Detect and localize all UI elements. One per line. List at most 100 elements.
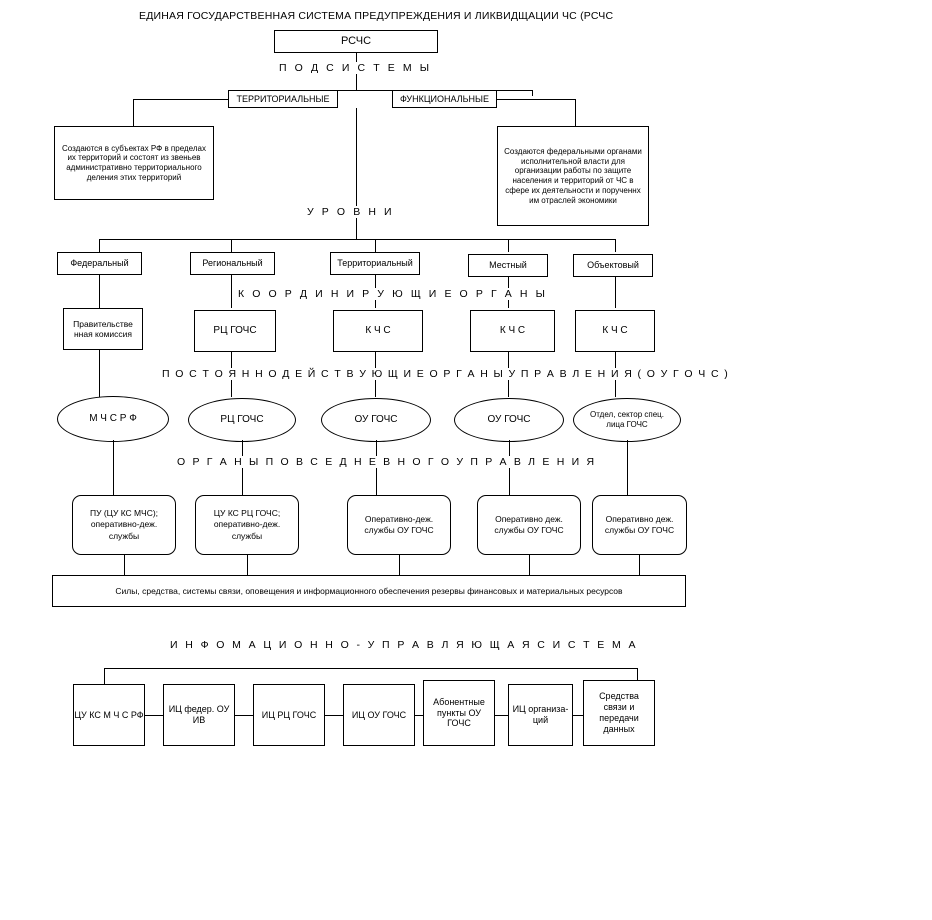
node-coord-government-commission[interactable]: Правительстве нная комиссия bbox=[63, 308, 143, 350]
diagram-title: ЕДИНАЯ ГОСУДАРСТВЕННАЯ СИСТЕМА ПРЕДУПРЕЖ… bbox=[139, 10, 614, 22]
node-territorial-subsystem[interactable]: ТЕРРИТОРИАЛЬНЫЕ bbox=[228, 90, 338, 108]
node-coord-kchs-local-label: К Ч С bbox=[499, 324, 526, 336]
node-level-local-label: Местный bbox=[489, 260, 527, 271]
node-coord-government-commission-label: Правительстве нная комиссия bbox=[73, 318, 133, 339]
node-level-territorial-label: Территориальный bbox=[337, 258, 413, 269]
node-coord-kchs-territorial[interactable]: К Ч С bbox=[333, 310, 423, 352]
connector-level-drop-1 bbox=[99, 239, 100, 252]
connector-level1-coord bbox=[99, 275, 100, 308]
node-info-cuks-mchs-rf[interactable]: ЦУ КС М Ч С РФ bbox=[73, 684, 145, 746]
description-territorial-text: Создаются в субъектах РФ в пределах их т… bbox=[62, 143, 206, 182]
node-functional-subsystem[interactable]: ФУНКЦИОНАЛЬНЫЕ bbox=[392, 90, 497, 108]
connector-daily3-resources bbox=[399, 555, 400, 575]
connector-subsystem-right-drop bbox=[532, 90, 533, 96]
node-info-ic-ou-gochs[interactable]: ИЦ ОУ ГОЧС bbox=[343, 684, 415, 746]
node-info-abonent-punkty[interactable]: Абонентные пункты ОУ ГОЧС bbox=[423, 680, 495, 746]
node-daily-pu-cuks-mchs-label: ПУ (ЦУ КС МЧС); оперативно-деж. службы bbox=[89, 508, 159, 541]
node-perm-otdel-sector[interactable]: Отдел, сектор спец. лица ГОЧС bbox=[573, 398, 681, 442]
node-coord-kchs-territorial-label: К Ч С bbox=[365, 324, 391, 336]
node-daily-cuks-rc-gochs[interactable]: ЦУ КС РЦ ГОЧС; оперативно-деж. службы bbox=[195, 495, 299, 555]
node-level-object-label: Объектовый bbox=[587, 260, 639, 271]
node-info-ic-ou-gochs-label: ИЦ ОУ ГОЧС bbox=[351, 709, 407, 720]
connector-daily2-resources bbox=[247, 555, 248, 575]
connector-coord1-perm bbox=[99, 350, 100, 397]
node-coord-kchs-object-label: К Ч С bbox=[602, 324, 628, 336]
node-info-ic-rc-gochs[interactable]: ИЦ РЦ ГОЧС bbox=[253, 684, 325, 746]
connector-info-link-4 bbox=[415, 715, 423, 716]
section-label-levels: У Р О В Н И bbox=[305, 206, 397, 218]
node-coord-kchs-local[interactable]: К Ч С bbox=[470, 310, 555, 352]
node-perm-ou-gochs-territorial[interactable]: ОУ ГОЧС bbox=[321, 398, 431, 442]
description-functional-text: Создаются федеральными органами исполнит… bbox=[504, 146, 642, 205]
node-perm-rc-gochs[interactable]: РЦ ГОЧС bbox=[188, 398, 296, 442]
connector-functional-right bbox=[497, 99, 575, 100]
connector-infosystem-bus bbox=[104, 668, 637, 669]
node-coord-kchs-object[interactable]: К Ч С bbox=[575, 310, 655, 352]
connector-level-drop-5 bbox=[615, 239, 616, 252]
node-perm-otdel-sector-label: Отдел, сектор спец. лица ГОЧС bbox=[590, 410, 664, 429]
node-daily-opdezh-territorial[interactable]: Оперативно-деж. службы ОУ ГОЧС bbox=[347, 495, 451, 555]
connector-level2-coord bbox=[231, 275, 232, 308]
node-daily-opdezh-local-label: Оперативно деж. службы ОУ ГОЧС bbox=[494, 513, 564, 535]
node-info-cuks-mchs-rf-label: ЦУ КС М Ч С РФ bbox=[74, 709, 144, 720]
node-level-regional-label: Региональный bbox=[202, 258, 263, 269]
node-daily-opdezh-territorial-label: Оперативно-деж. службы ОУ ГОЧС bbox=[364, 513, 434, 535]
node-info-ic-organizations-label: ИЦ организа- ций bbox=[512, 704, 569, 725]
node-level-federal-label: Федеральный bbox=[70, 258, 129, 269]
connector-info-link-1 bbox=[145, 715, 163, 716]
node-coord-rc-gochs-label: РЦ ГОЧС bbox=[213, 324, 257, 336]
node-level-regional[interactable]: Региональный bbox=[190, 252, 275, 275]
connector-perm5-daily bbox=[627, 440, 628, 495]
connector-infosystem-left-drop bbox=[104, 668, 105, 684]
node-daily-opdezh-object[interactable]: Оперативно деж. службы ОУ ГОЧС bbox=[592, 495, 687, 555]
section-label-infosystem: И Н Ф О М А Ц И О Н Н О - У П Р А В Л Я … bbox=[168, 639, 640, 651]
node-level-territorial[interactable]: Территориальный bbox=[330, 252, 420, 275]
connector-daily4-resources bbox=[529, 555, 530, 575]
description-functional: Создаются федеральными органами исполнит… bbox=[497, 126, 649, 226]
connector-functional-right-down bbox=[575, 99, 576, 126]
node-territorial-subsystem-label: ТЕРРИТОРИАЛЬНЫЕ bbox=[236, 93, 330, 104]
node-info-sredstva-svyazi[interactable]: Средства связи и передачи данных bbox=[583, 680, 655, 746]
node-perm-ou-gochs-territorial-label: ОУ ГОЧС bbox=[354, 413, 398, 425]
node-daily-opdezh-object-label: Оперативно деж. службы ОУ ГОЧС bbox=[604, 513, 675, 535]
node-daily-pu-cuks-mchs[interactable]: ПУ (ЦУ КС МЧС); оперативно-деж. службы bbox=[72, 495, 176, 555]
connector-info-link-5 bbox=[495, 715, 508, 716]
connector-level-drop-4 bbox=[508, 239, 509, 252]
connector-perm1-daily bbox=[113, 440, 114, 495]
node-functional-subsystem-label: ФУНКЦИОНАЛЬНЫЕ bbox=[399, 93, 489, 104]
node-perm-mchs-rf-label: М Ч С Р Ф bbox=[89, 412, 137, 424]
node-info-ic-organizations[interactable]: ИЦ организа- ций bbox=[508, 684, 573, 746]
section-label-permanent: П О С Т О Я Н Н О Д Е Й С Т В У Ю Щ И Е … bbox=[160, 368, 732, 380]
section-label-subsystems: П О Д С И С Т Е М Ы bbox=[277, 62, 434, 74]
node-level-local[interactable]: Местный bbox=[468, 254, 548, 277]
node-info-ic-rc-gochs-label: ИЦ РЦ ГОЧС bbox=[261, 709, 317, 720]
node-daily-opdezh-local[interactable]: Оперативно деж. службы ОУ ГОЧС bbox=[477, 495, 581, 555]
connector-subsystem-bus bbox=[230, 90, 532, 91]
node-resources-bar-label: Силы, средства, системы связи, оповещени… bbox=[115, 585, 623, 596]
node-perm-ou-gochs-local[interactable]: ОУ ГОЧС bbox=[454, 398, 564, 442]
connector-territorial-left bbox=[133, 99, 228, 100]
connector-levels-bus bbox=[99, 239, 615, 240]
node-level-federal[interactable]: Федеральный bbox=[57, 252, 142, 275]
connector-level-drop-2 bbox=[231, 239, 232, 252]
connector-info-link-6 bbox=[573, 715, 583, 716]
node-coord-rc-gochs[interactable]: РЦ ГОЧС bbox=[194, 310, 276, 352]
section-label-coordinating: К О О Р Д И Н И Р У Ю Щ И Е О Р Г А Н Ы bbox=[236, 288, 550, 300]
connector-level5-coord bbox=[615, 277, 616, 308]
node-perm-mchs-rf[interactable]: М Ч С Р Ф bbox=[57, 396, 169, 442]
connector-territorial-left-down bbox=[133, 99, 134, 126]
node-info-ic-feder-ou-iv[interactable]: ИЦ федер. ОУ ИВ bbox=[163, 684, 235, 746]
connector-info-link-2 bbox=[235, 715, 253, 716]
node-rschs-label: РСЧС bbox=[340, 34, 372, 47]
description-territorial: Создаются в субъектах РФ в пределах их т… bbox=[54, 126, 214, 200]
node-info-abonent-punkty-label: Абонентные пункты ОУ ГОЧС bbox=[433, 696, 485, 729]
connector-daily1-resources bbox=[124, 555, 125, 575]
connector-infosystem-right-drop bbox=[637, 668, 638, 682]
node-rschs[interactable]: РСЧС bbox=[274, 30, 438, 53]
node-perm-ou-gochs-local-label: ОУ ГОЧС bbox=[487, 413, 531, 425]
connector-info-link-3 bbox=[325, 715, 343, 716]
node-level-object[interactable]: Объектовый bbox=[573, 254, 653, 277]
connector-level-drop-3 bbox=[375, 239, 376, 252]
node-perm-rc-gochs-label: РЦ ГОЧС bbox=[220, 413, 264, 425]
